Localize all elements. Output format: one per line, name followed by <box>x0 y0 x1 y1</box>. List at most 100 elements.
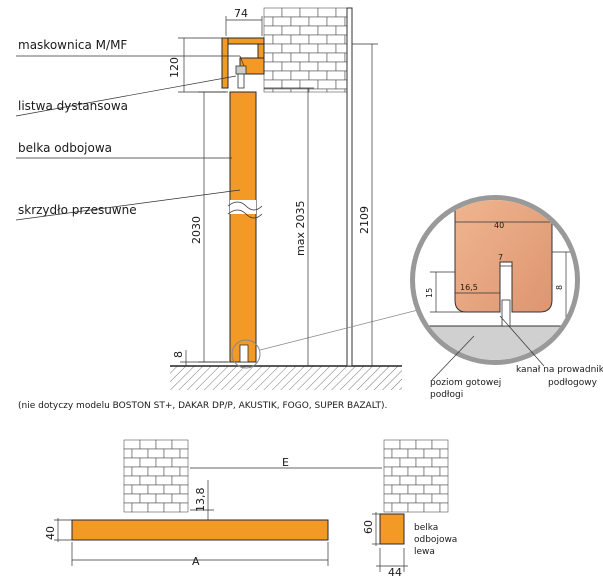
label-kanal-2: podłogowy <box>548 378 598 388</box>
label-skrzydlo: skrzydło przesuwne <box>18 203 137 217</box>
dim-44: 44 <box>388 566 402 579</box>
brick <box>431 493 449 504</box>
brick <box>431 475 449 486</box>
dim-15: 15 <box>425 288 434 298</box>
brick <box>281 61 301 72</box>
brick <box>290 70 310 81</box>
brick-wall <box>263 7 348 93</box>
note-text: (nie dotyczy modelu BOSTON ST+, DAKAR DP… <box>18 401 387 411</box>
brick <box>415 439 433 450</box>
label-belka-lewa-2: odbojowa <box>414 535 457 545</box>
dim-60: 60 <box>362 520 375 534</box>
dim-max2035: max 2035 <box>294 201 307 256</box>
brick <box>299 61 319 72</box>
brick <box>123 475 141 486</box>
brick <box>317 79 337 90</box>
brick <box>335 7 348 18</box>
brick <box>431 457 449 468</box>
brick <box>155 457 173 468</box>
brick <box>272 88 292 93</box>
brick <box>179 448 189 459</box>
brick <box>272 16 292 27</box>
brick <box>290 16 310 27</box>
brick <box>263 34 274 45</box>
brick <box>439 484 449 495</box>
dim-40: 40 <box>494 221 504 230</box>
brick <box>139 457 157 468</box>
brick <box>431 439 449 450</box>
brick <box>308 52 328 63</box>
dim-74: 74 <box>234 7 248 20</box>
brick <box>171 475 189 486</box>
dimension-lines <box>178 16 378 366</box>
brick <box>383 466 393 477</box>
brick <box>423 448 441 459</box>
brick <box>263 16 274 27</box>
brick <box>407 502 425 513</box>
brick <box>163 448 181 459</box>
brick <box>281 43 301 54</box>
brick <box>155 439 173 450</box>
brick <box>335 79 348 90</box>
door-leaf <box>227 91 263 363</box>
brick <box>391 502 409 513</box>
brick <box>131 502 149 513</box>
brick <box>179 502 189 513</box>
brick <box>139 493 157 504</box>
brick <box>383 475 401 486</box>
label-maskownica: maskownica M/MF <box>18 38 127 52</box>
brick <box>308 70 328 81</box>
bumper-left-profile <box>379 513 405 545</box>
brick <box>155 493 173 504</box>
brick <box>299 43 319 54</box>
brick <box>290 34 310 45</box>
brick <box>335 61 348 72</box>
brick <box>439 448 449 459</box>
brick <box>335 25 348 36</box>
dim-e: E <box>282 456 289 469</box>
brick <box>272 34 292 45</box>
floor-hatch <box>170 365 402 390</box>
brick <box>123 448 133 459</box>
brick <box>139 439 157 450</box>
brick <box>147 448 165 459</box>
brick <box>263 25 283 36</box>
label-listwa: listwa dystansowa <box>18 99 128 113</box>
brick <box>383 502 393 513</box>
wall-edge <box>346 7 353 367</box>
brick <box>326 88 346 93</box>
brick <box>391 448 409 459</box>
brick <box>407 484 425 495</box>
cover-profile <box>221 37 265 89</box>
brick <box>171 493 189 504</box>
brick <box>147 484 165 495</box>
brick <box>123 484 133 495</box>
detail-legend-leaders <box>431 315 545 381</box>
dim-7: 7 <box>498 253 503 262</box>
brick <box>407 448 425 459</box>
brick <box>391 484 409 495</box>
brick <box>131 448 149 459</box>
brick <box>163 484 181 495</box>
brick <box>123 439 141 450</box>
brick <box>131 466 149 477</box>
brick <box>290 52 310 63</box>
brick <box>263 7 283 18</box>
brick <box>439 466 449 477</box>
brick <box>123 493 141 504</box>
dim-16-5: 16,5 <box>460 283 478 292</box>
dim-8: 8 <box>172 351 185 358</box>
dim-2030: 2030 <box>190 216 203 244</box>
label-belka-lewa-1: belka <box>414 523 438 533</box>
label-belka-lewa-3: lewa <box>414 547 435 557</box>
brick <box>263 88 274 93</box>
brick <box>171 457 189 468</box>
brick <box>281 25 301 36</box>
brick <box>391 466 409 477</box>
brick <box>423 484 441 495</box>
brick <box>317 7 337 18</box>
brick <box>263 52 274 63</box>
door-plank <box>71 519 329 541</box>
brick <box>383 448 393 459</box>
